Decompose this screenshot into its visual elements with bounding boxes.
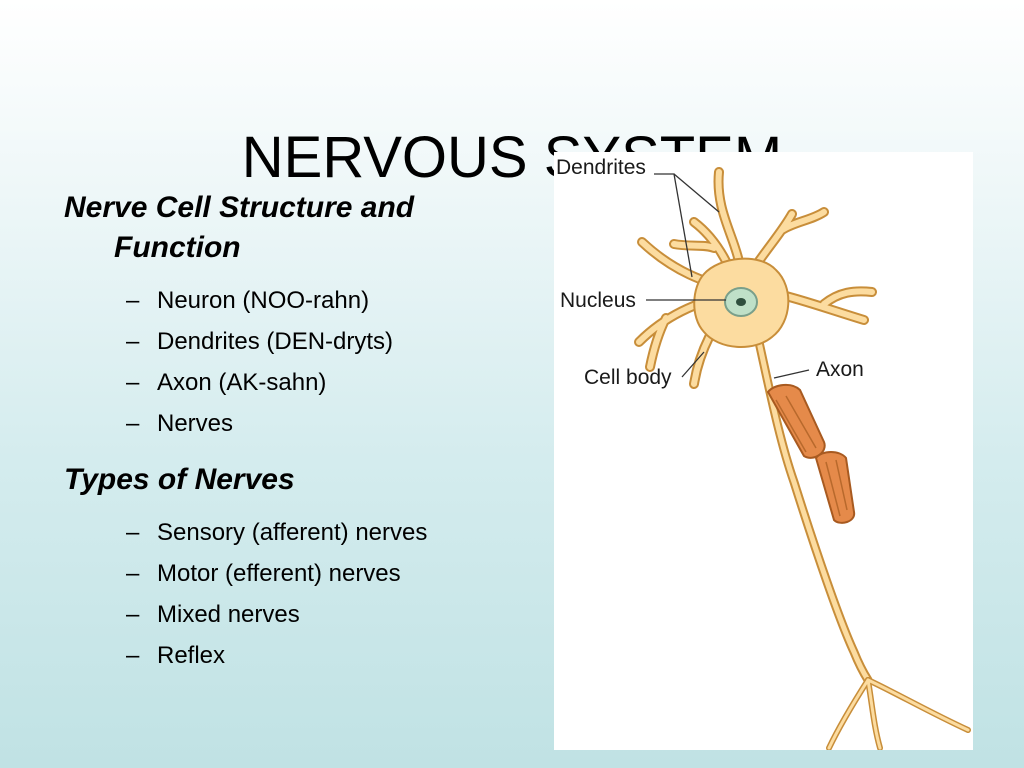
types-list: –Sensory (afferent) nerves –Motor (effer…	[64, 512, 534, 676]
slide-content: Nerve Cell Structure and Function –Neuro…	[64, 188, 534, 692]
list-item-label: Nerves	[157, 410, 234, 437]
nerve-cell-list: –Neuron (NOO-rahn) –Dendrites (DEN-dryts…	[64, 280, 534, 444]
list-item: –Reflex	[126, 642, 226, 669]
section-heading-nerve-cell: Nerve Cell Structure and Function	[64, 191, 415, 264]
list-item-label: Neuron (NOO-rahn)	[157, 287, 370, 314]
leader-lines	[646, 173, 810, 379]
list-item: –Neuron (NOO-rahn)	[126, 287, 370, 314]
list-item: –Axon (AK-sahn)	[126, 369, 327, 396]
label-axon: Axon	[816, 358, 864, 381]
list-item-label: Mixed nerves	[157, 601, 300, 628]
list-item: –Dendrites (DEN-dryts)	[126, 328, 394, 355]
list-item: –Mixed nerves	[126, 601, 300, 628]
neuron-figure: Dendrites Nucleus Cell body Axon	[554, 152, 973, 750]
axon-terminals	[826, 677, 971, 750]
axon-shaft-fill	[756, 339, 871, 683]
list-item-label: Axon (AK-sahn)	[157, 369, 327, 396]
label-dendrites: Dendrites	[556, 156, 646, 179]
list-item: –Sensory (afferent) nerves	[126, 519, 428, 546]
section-heading-types: Types of Nerves	[64, 463, 295, 496]
myelin-sheath	[814, 451, 856, 524]
neuron-diagram: Dendrites Nucleus Cell body Axon	[556, 156, 971, 750]
list-item-label: Reflex	[157, 642, 226, 669]
list-item: –Nerves	[126, 410, 234, 437]
list-item-label: Motor (efferent) nerves	[157, 560, 401, 587]
label-cell-body: Cell body	[584, 366, 672, 389]
nucleolus	[736, 298, 746, 306]
list-item: –Motor (efferent) nerves	[126, 560, 401, 587]
label-nucleus: Nucleus	[560, 289, 636, 312]
list-item-label: Dendrites (DEN-dryts)	[157, 328, 394, 355]
myelin-sheaths	[766, 384, 856, 524]
list-item-label: Sensory (afferent) nerves	[157, 519, 428, 546]
